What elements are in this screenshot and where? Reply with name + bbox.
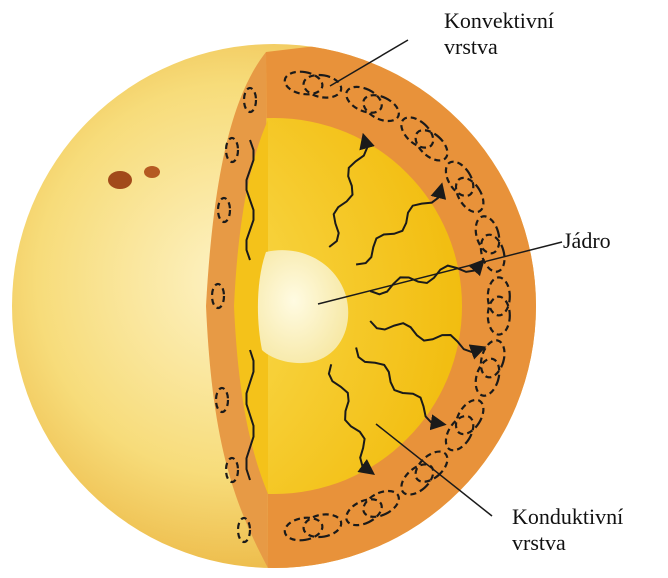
label-conductive-line2: vrstva: [512, 530, 623, 556]
label-convective-layer: Konvektivní vrstva: [444, 8, 554, 60]
sunspot-large: [108, 171, 132, 189]
label-core: Jádro: [563, 228, 611, 254]
label-conductive-layer: Konduktivní vrstva: [512, 504, 623, 556]
sunspot-small: [144, 166, 160, 178]
label-convective-line2: vrstva: [444, 34, 554, 60]
label-convective-line1: Konvektivní: [444, 8, 554, 34]
label-conductive-line1: Konduktivní: [512, 504, 623, 530]
